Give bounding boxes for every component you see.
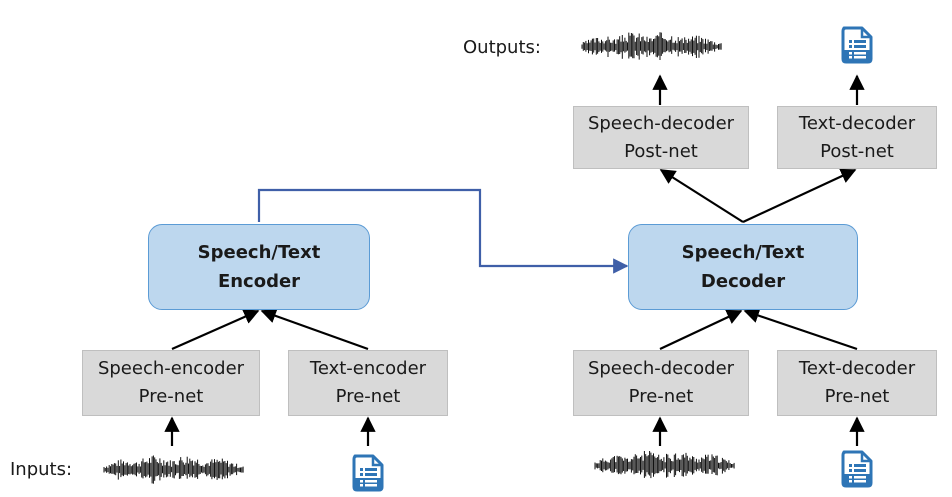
text-encoder-prenet-sublabel: Pre-net <box>335 386 401 407</box>
inputs-label: Inputs: <box>10 459 73 480</box>
waveform-icon <box>103 455 244 484</box>
arrow-speech-decoder-prenet-to-decoder <box>659 309 743 350</box>
text-encoder-prenet-label: Text-encoder <box>309 358 427 379</box>
speech-decoder-postnet-sublabel: Post-net <box>624 140 698 162</box>
decoder-title: Speech/Text <box>681 242 805 263</box>
text-decoder-prenet: Text-decoder Pre-net <box>777 350 937 416</box>
speech-decoder-prenet-sublabel: Pre-net <box>628 386 694 407</box>
speech-text-decoder: Speech/Text Decoder <box>628 224 858 310</box>
text-document-icon <box>841 450 873 488</box>
arrow-decoder-to-text-postnet <box>742 168 857 223</box>
speech-text-encoder: Speech/Text Encoder <box>148 224 370 310</box>
text-encoder-prenet: Text-encoder Pre-net <box>288 350 448 416</box>
arrow-decoder-to-speech-postnet <box>659 169 744 223</box>
text-decoder-postnet-label: Text-decoder <box>798 112 916 134</box>
speech-encoder-prenet: Speech-encoder Pre-net <box>82 350 260 416</box>
encoder-title: Speech/Text <box>197 242 321 263</box>
text-document-icon <box>841 26 873 64</box>
speech-decoder-prenet: Speech-decoder Pre-net <box>573 350 749 416</box>
speech-encoder-prenet-sublabel: Pre-net <box>138 386 204 407</box>
text-decoder-prenet-sublabel: Pre-net <box>824 386 890 407</box>
arrow-text-encoder-prenet-to-encoder <box>260 308 369 351</box>
text-decoder-prenet-label: Text-decoder <box>798 358 916 379</box>
outputs-label: Outputs: <box>463 37 541 58</box>
decoder-subtitle: Decoder <box>700 271 786 292</box>
waveform-icon <box>594 451 735 479</box>
arrow-speech-encoder-prenet-to-encoder <box>171 309 260 351</box>
encoder-to-decoder-connection <box>257 188 629 274</box>
text-document-icon <box>352 454 384 492</box>
speech-encoder-prenet-label: Speech-encoder <box>97 358 245 379</box>
encoder-subtitle: Encoder <box>217 271 301 292</box>
text-decoder-postnet-sublabel: Post-net <box>820 140 894 162</box>
speech-decoder-postnet-label: Speech-decoder <box>587 112 735 134</box>
text-decoder-postnet: Text-decoder Post-net <box>777 106 937 169</box>
waveform-icon <box>581 32 722 60</box>
speech-decoder-postnet: Speech-decoder Post-net <box>573 106 749 169</box>
speech-decoder-prenet-label: Speech-decoder <box>587 358 735 379</box>
arrow-text-decoder-prenet-to-decoder <box>743 308 858 351</box>
